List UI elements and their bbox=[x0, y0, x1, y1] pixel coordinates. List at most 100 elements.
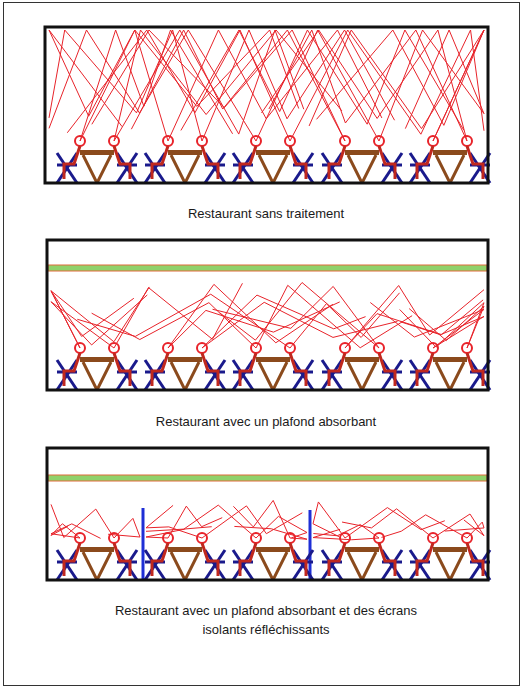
table-group bbox=[57, 136, 137, 183]
table bbox=[345, 547, 379, 580]
person bbox=[367, 136, 395, 179]
sound-ray bbox=[381, 515, 467, 538]
chair bbox=[410, 550, 430, 580]
person bbox=[278, 533, 306, 576]
chair bbox=[117, 153, 137, 183]
table-group bbox=[233, 343, 313, 390]
chair bbox=[205, 360, 225, 390]
chair bbox=[117, 360, 137, 390]
person bbox=[329, 136, 357, 179]
restaurant-room bbox=[47, 240, 490, 390]
table bbox=[80, 357, 114, 390]
sound-ray bbox=[51, 291, 134, 348]
person bbox=[367, 343, 395, 386]
sound-ray bbox=[313, 525, 379, 538]
sound-ray bbox=[234, 526, 307, 539]
table bbox=[433, 357, 467, 390]
sound-ray bbox=[168, 506, 222, 538]
chair bbox=[382, 360, 402, 390]
table bbox=[345, 150, 379, 183]
person bbox=[455, 533, 483, 576]
chair bbox=[145, 360, 165, 390]
table bbox=[256, 150, 290, 183]
sound-ray bbox=[131, 30, 345, 141]
chair bbox=[322, 153, 342, 183]
restaurant-room bbox=[47, 448, 490, 580]
table bbox=[168, 150, 202, 183]
table bbox=[80, 547, 114, 580]
person bbox=[240, 533, 268, 576]
chair bbox=[57, 360, 77, 390]
person bbox=[455, 343, 483, 386]
person bbox=[240, 343, 268, 386]
chair bbox=[117, 550, 137, 580]
chair bbox=[293, 153, 313, 183]
caption: Restaurant sans traitement bbox=[46, 204, 486, 223]
person bbox=[455, 136, 483, 179]
person bbox=[102, 136, 130, 179]
table-group bbox=[410, 136, 490, 183]
sound-ray bbox=[67, 30, 290, 141]
table-group bbox=[233, 136, 313, 183]
sound-ray bbox=[290, 293, 400, 348]
sound-rays bbox=[51, 283, 484, 348]
sound-ray bbox=[49, 30, 168, 141]
sound-ray bbox=[233, 500, 290, 538]
sound-ray bbox=[445, 522, 484, 538]
sound-ray bbox=[400, 303, 484, 348]
person bbox=[102, 343, 130, 386]
chair bbox=[293, 360, 313, 390]
room-outline bbox=[47, 240, 488, 390]
table-group bbox=[145, 533, 225, 580]
sound-ray bbox=[202, 295, 366, 348]
table bbox=[168, 357, 202, 390]
sound-ray bbox=[370, 303, 484, 348]
sound-ray bbox=[345, 300, 483, 348]
person bbox=[102, 533, 130, 576]
table-group bbox=[57, 533, 137, 580]
sound-ray bbox=[49, 30, 256, 141]
sound-ray bbox=[269, 30, 467, 141]
chair bbox=[205, 550, 225, 580]
person bbox=[64, 343, 92, 386]
chair bbox=[57, 153, 77, 183]
person bbox=[417, 533, 445, 576]
table bbox=[433, 150, 467, 183]
chair bbox=[57, 550, 77, 580]
sound-ray bbox=[146, 505, 202, 538]
table bbox=[345, 357, 379, 390]
sound-ray bbox=[433, 514, 484, 538]
person bbox=[190, 136, 218, 179]
table bbox=[433, 547, 467, 580]
caption: Restaurant avec un plafond absorbant bbox=[46, 412, 486, 431]
person bbox=[152, 343, 180, 386]
sound-ray bbox=[108, 518, 140, 538]
sound-ray bbox=[168, 302, 340, 348]
person bbox=[367, 533, 395, 576]
chair bbox=[145, 153, 165, 183]
person bbox=[152, 533, 180, 576]
table-group bbox=[322, 136, 402, 183]
person bbox=[417, 343, 445, 386]
sound-rays bbox=[49, 30, 484, 141]
room-outline bbox=[47, 448, 488, 580]
person bbox=[64, 136, 92, 179]
sound-ray bbox=[92, 303, 256, 348]
table bbox=[256, 357, 290, 390]
outer-frame bbox=[4, 3, 520, 686]
person bbox=[329, 533, 357, 576]
person bbox=[329, 343, 357, 386]
absorbing-ceiling bbox=[48, 265, 487, 271]
sound-ray bbox=[262, 30, 467, 141]
table-group bbox=[322, 533, 402, 580]
absorbing-ceiling bbox=[48, 475, 487, 481]
table bbox=[256, 547, 290, 580]
person bbox=[417, 136, 445, 179]
reflective-screen bbox=[142, 508, 145, 580]
sound-ray bbox=[51, 295, 147, 348]
sound-ray bbox=[401, 316, 484, 348]
table-group bbox=[57, 343, 137, 390]
person bbox=[152, 136, 180, 179]
chair bbox=[322, 550, 342, 580]
